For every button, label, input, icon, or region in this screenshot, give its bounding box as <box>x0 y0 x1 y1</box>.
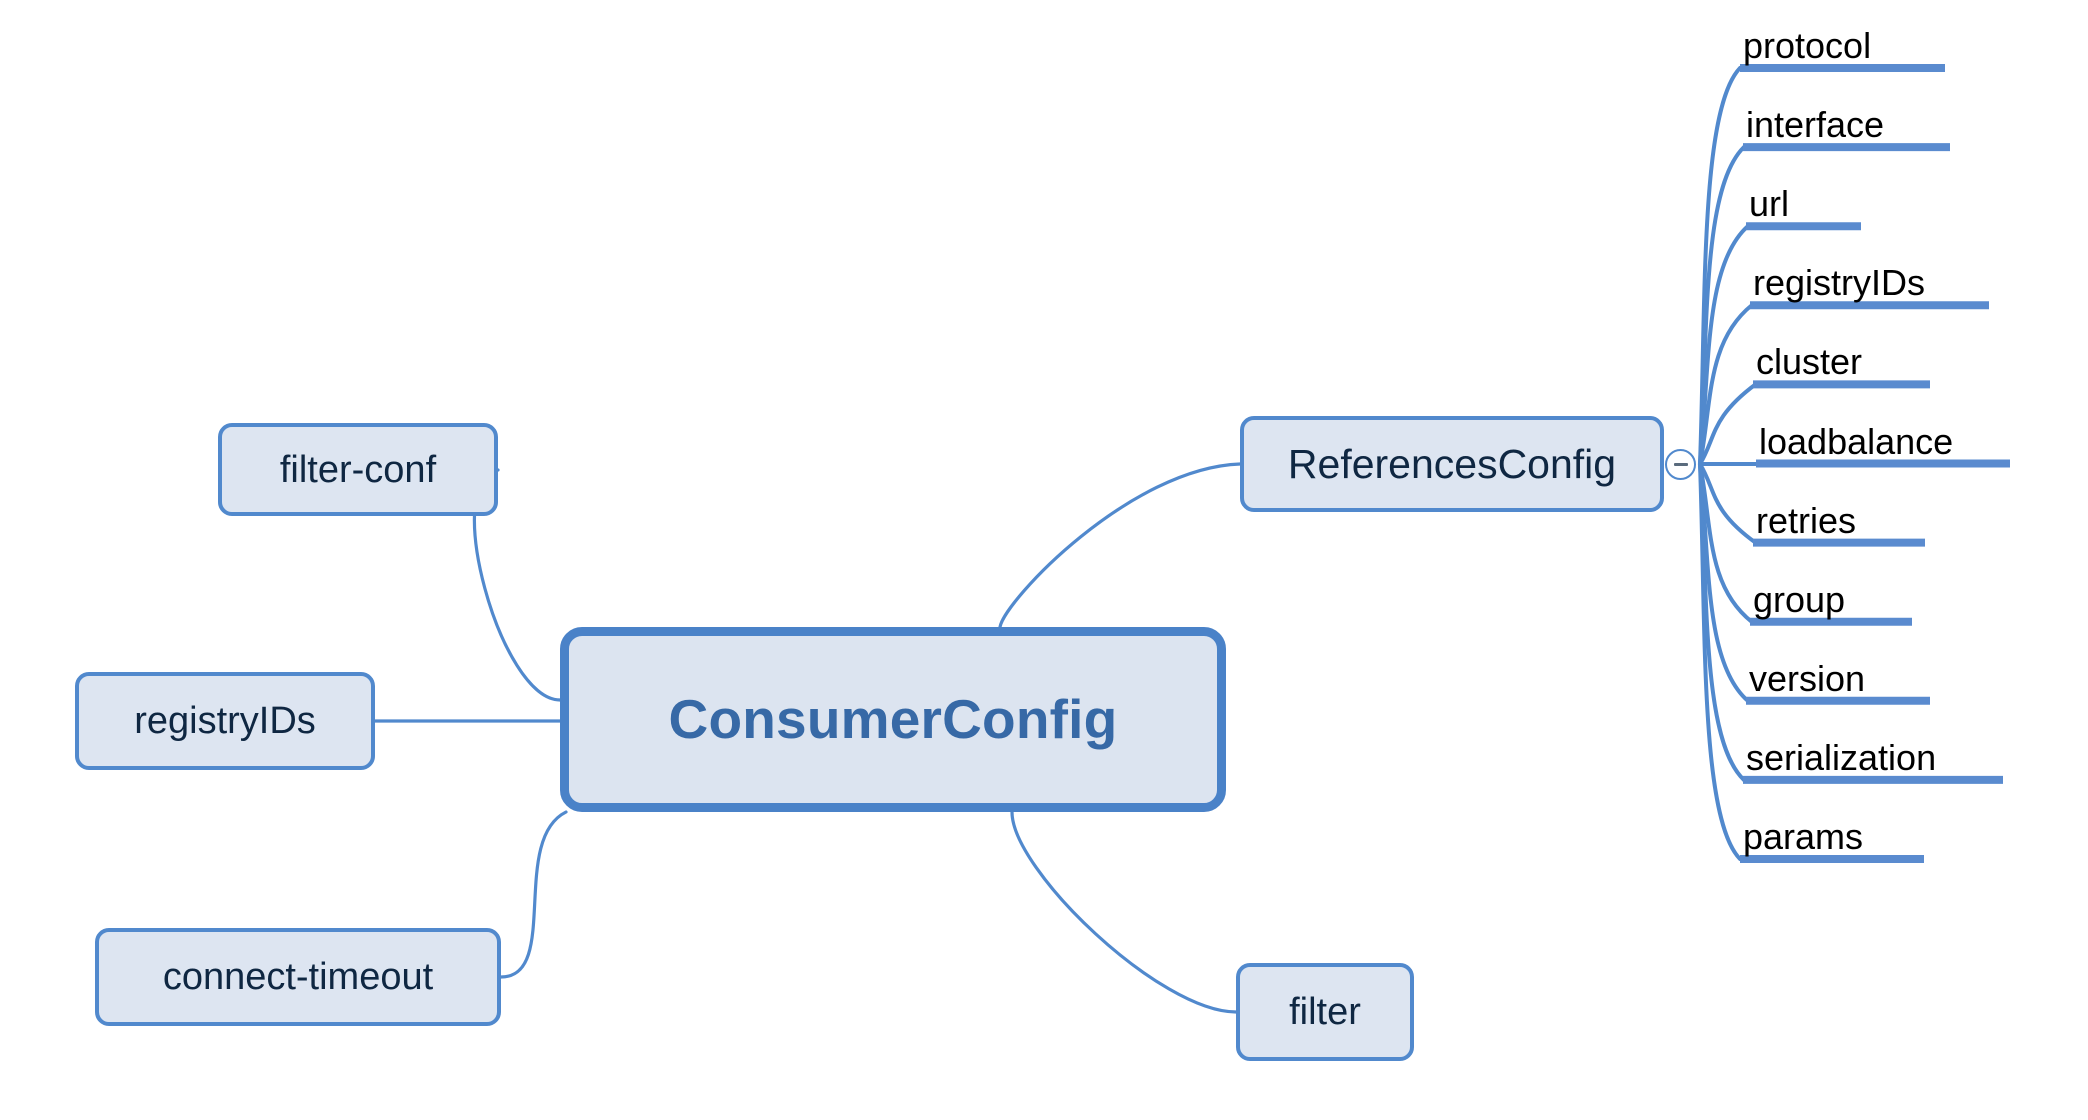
leaf-edge-interface <box>1698 145 1746 466</box>
leaf-label: version <box>1749 657 1866 699</box>
leaf-item-retries[interactable]: retries <box>1753 499 1857 541</box>
node-referencesconfig-label: ReferencesConfig <box>1287 440 1617 487</box>
node-filter[interactable]: filter <box>1236 963 1414 1061</box>
leaf-item-version[interactable]: version <box>1746 657 1866 699</box>
minus-icon <box>1673 463 1688 466</box>
leaf-label: loadbalance <box>1759 420 1954 462</box>
leaf-label: registryIDs <box>1753 262 1926 304</box>
leaf-item-group[interactable]: group <box>1750 578 1846 620</box>
leaf-edge-serialization <box>1698 462 1746 782</box>
leaf-label: url <box>1749 183 1790 225</box>
leaf-item-cluster[interactable]: cluster <box>1753 344 1862 380</box>
leaf-label: cluster <box>1756 341 1863 383</box>
leaf-item-serialization[interactable]: serialization <box>1743 736 1937 778</box>
leaf-edge-cluster <box>1698 382 1758 466</box>
node-filter-conf[interactable]: filter-conf <box>218 423 498 516</box>
leaf-edge-group <box>1698 462 1754 624</box>
leaf-label: retries <box>1756 499 1857 541</box>
node-registryids[interactable]: registryIDs <box>75 672 375 770</box>
leaf-item-registryids[interactable]: registryIDs <box>1750 265 1925 301</box>
leaf-label: interface <box>1746 104 1885 146</box>
leaf-edge-registryids <box>1698 303 1754 466</box>
node-filter-label: filter <box>1289 991 1361 1033</box>
leaf-edge-params <box>1698 462 1742 861</box>
leaf-edge-retries <box>1698 462 1758 545</box>
edge-root-references <box>998 462 1242 629</box>
leaf-label: params <box>1743 816 1864 857</box>
node-filter-conf-label: filter-conf <box>279 448 437 491</box>
node-consumerconfig-label: ConsumerConfig <box>668 688 1118 750</box>
node-registryids-label: registryIDs <box>134 700 316 742</box>
leaf-item-interface[interactable]: interface <box>1743 107 1884 143</box>
edge-root-filter <box>1010 810 1238 1014</box>
node-connect-timeout[interactable]: connect-timeout <box>95 928 501 1026</box>
leaf-edge-version <box>1698 462 1750 703</box>
leaf-edge-protocol <box>1698 66 1742 466</box>
leaf-item-protocol[interactable]: protocol <box>1740 28 1871 64</box>
leaf-label: serialization <box>1746 736 1937 778</box>
leaf-label: protocol <box>1743 25 1872 66</box>
node-consumerconfig[interactable]: ConsumerConfig <box>560 627 1226 812</box>
collapse-toggle-icon[interactable] <box>1665 449 1696 480</box>
node-referencesconfig[interactable]: ReferencesConfig <box>1240 416 1664 512</box>
leaf-item-url[interactable]: url <box>1746 186 1789 222</box>
leaf-edge-url <box>1698 224 1750 466</box>
node-connect-timeout-label: connect-timeout <box>162 956 434 998</box>
leaf-item-params[interactable]: params <box>1740 819 1863 855</box>
leaf-item-loadbalance[interactable]: loadbalance <box>1756 420 1954 462</box>
leaf-label: group <box>1753 578 1846 620</box>
edge-root-connect-timeout <box>499 810 568 979</box>
